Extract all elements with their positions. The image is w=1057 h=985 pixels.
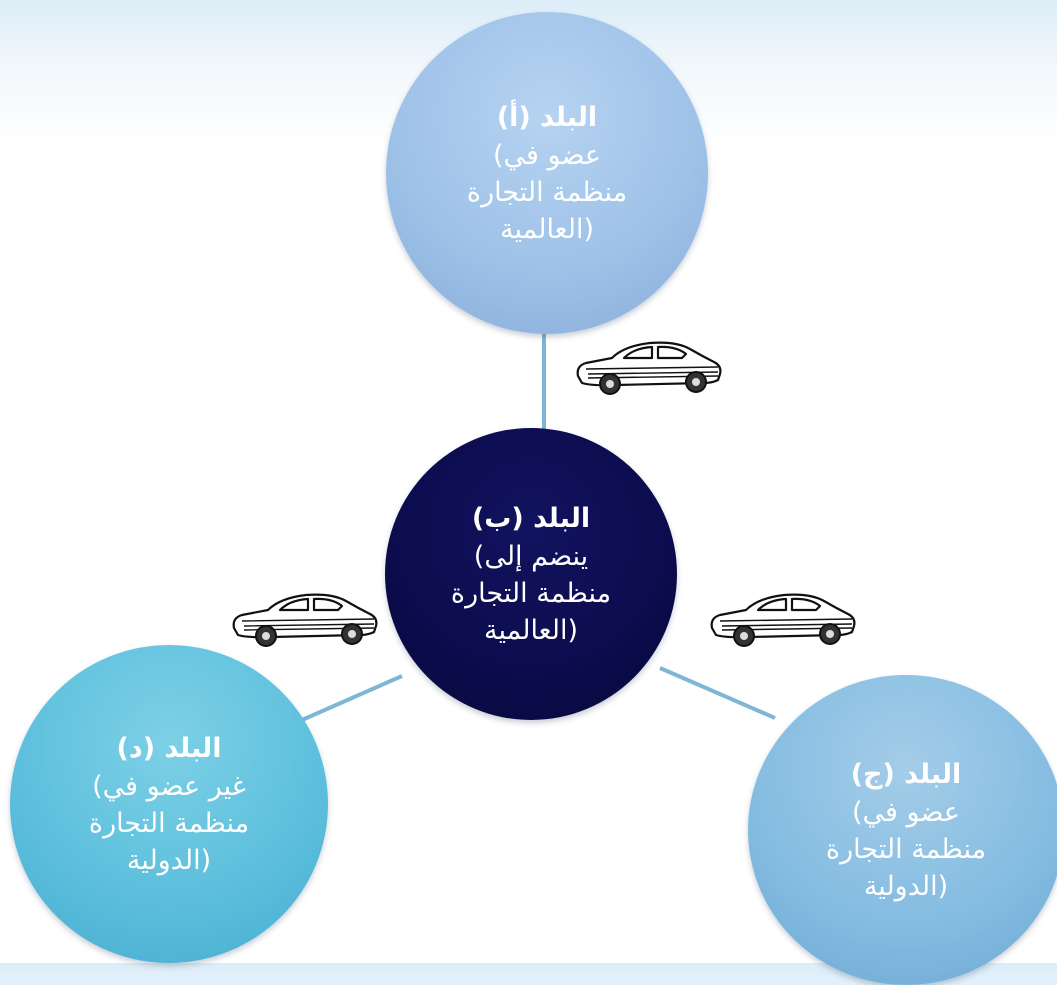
node-country-b: البلد (ب) (ينضم إلى منظمة التجارة العالم… <box>385 428 677 720</box>
car-icon <box>710 593 856 647</box>
node-c-line-2: منظمة التجارة <box>825 833 987 865</box>
node-a-title: البلد (أ) <box>496 101 598 133</box>
connector-b-c <box>659 666 776 720</box>
connector-b-d <box>301 674 403 722</box>
node-d-line-1: (غير عضو في <box>92 770 246 802</box>
node-a-line-1: (عضو في <box>492 139 601 171</box>
node-b-line-3: العالمية) <box>484 614 578 646</box>
node-country-d: البلد (د) (غير عضو في منظمة التجارة الدو… <box>10 645 328 963</box>
car-icon <box>232 593 378 647</box>
node-d-line-3: الدولية) <box>126 844 212 876</box>
node-c-line-3: الدولية) <box>863 870 949 902</box>
node-b-line-1: (ينضم إلى <box>473 540 589 572</box>
node-d-line-2: منظمة التجارة <box>88 807 250 839</box>
node-a-line-3: العالمية) <box>500 213 594 245</box>
car-icon <box>576 341 722 395</box>
node-country-c: البلد (ج) (عضو في منظمة التجارة الدولية) <box>748 675 1057 985</box>
node-b-title: البلد (ب) <box>471 502 591 534</box>
node-c-title: البلد (ج) <box>850 758 962 790</box>
node-a-line-2: منظمة التجارة <box>466 176 628 208</box>
node-c-line-1: (عضو في <box>851 796 960 828</box>
node-d-title: البلد (د) <box>116 732 222 764</box>
node-b-line-2: منظمة التجارة <box>450 577 612 609</box>
node-country-a: البلد (أ) (عضو في منظمة التجارة العالمية… <box>386 12 708 334</box>
connector-layer <box>301 330 776 722</box>
